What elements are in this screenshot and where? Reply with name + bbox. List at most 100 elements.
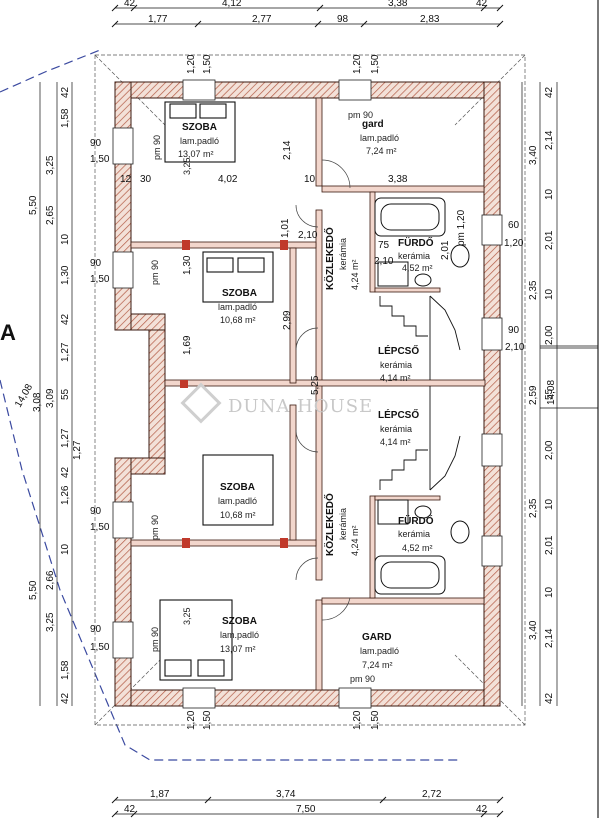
- bottom-dims: 1,87 3,74 2,72 42 7,50 42: [124, 789, 488, 815]
- dimension-label: pm 90: [150, 260, 160, 285]
- dimension-label: pm 90: [150, 627, 160, 652]
- dimension-label: 90: [90, 624, 102, 635]
- dimension-label: lam.padló: [360, 646, 399, 656]
- dimension-label: 30: [140, 174, 152, 185]
- dimension-label: 1,50: [370, 54, 381, 74]
- dimension-label: 2,10: [298, 230, 318, 241]
- dimension-label: 2,77: [252, 14, 272, 25]
- dimension-label: 2,14: [544, 628, 555, 648]
- dimension-label: 2,01: [440, 240, 451, 260]
- dimension-label: 1,30: [182, 255, 193, 275]
- dimension-label: 3,25: [182, 157, 192, 175]
- dimension-label: 3,40: [528, 620, 539, 640]
- dimension-label: pm 1,20: [456, 209, 467, 246]
- interior-dims: 4,02 3,38 2,14 30 12 10 60 1,20 75 2,10 …: [120, 140, 524, 395]
- dimension-label: 10: [544, 498, 555, 510]
- dimension-label: lam.padló: [218, 302, 257, 312]
- dimension-label: 2,00: [544, 440, 555, 460]
- dimension-label: 2,01: [544, 230, 555, 250]
- dimension-label: lam.padló: [360, 133, 399, 143]
- dimension-label: 10: [544, 188, 555, 200]
- dimension-label: 1,20: [186, 54, 197, 74]
- dimension-label: 1,58: [60, 108, 71, 128]
- dimension-label: 1,01: [280, 218, 291, 238]
- dimension-label: kerámia: [380, 424, 412, 434]
- dimension-label: 10: [544, 586, 555, 598]
- dimension-label: 98: [337, 14, 349, 25]
- room-name: LÉPCSŐ: [378, 344, 419, 357]
- right-dims: 14,08 3,40 2,35 2,59 2,35 3,40 42 2,14 1…: [528, 86, 557, 704]
- dimension-label: pm 90: [150, 515, 160, 540]
- dimension-label: 55: [60, 388, 71, 400]
- dimension-label: 90: [90, 138, 102, 149]
- dimension-label: 1,50: [90, 642, 110, 653]
- dimension-label: 2,00: [544, 325, 555, 345]
- dimension-label: 42: [124, 0, 136, 9]
- inner-walls: [130, 97, 486, 691]
- dimension-label: 1,27: [72, 440, 83, 460]
- dimension-label: 4,14 m²: [380, 373, 411, 383]
- dimension-label: 3,09: [45, 388, 56, 408]
- dimension-label: 42: [60, 692, 71, 704]
- dimension-label: 2,35: [528, 280, 539, 300]
- dimension-label: 3,38: [388, 174, 408, 185]
- dimension-label: 1,50: [370, 710, 381, 730]
- dimension-label: 3,08: [32, 392, 43, 412]
- dimension-ticks: [111, 4, 504, 818]
- dimension-label: 3,25: [182, 607, 192, 625]
- dimension-label: 10: [304, 174, 316, 185]
- top-dims: 42 4,12 3,38 42 1,77 2,77 98 2,83: [124, 0, 488, 25]
- dimension-label: 90: [90, 506, 102, 517]
- dimension-label: 7,24 m²: [362, 660, 393, 670]
- room-name: SZOBA: [220, 482, 255, 493]
- dimension-label: 3,38: [388, 0, 408, 9]
- dimension-label: kerámia: [338, 508, 348, 540]
- dimension-label: kerámia: [380, 360, 412, 370]
- dimension-label: 13,07 m²: [220, 644, 256, 654]
- dimension-label: 2,10: [374, 256, 394, 267]
- room-name: GARD: [362, 632, 391, 643]
- dimension-label: 1,50: [90, 154, 110, 165]
- door-swings: [295, 159, 351, 621]
- dimension-label: 2,10: [505, 342, 525, 353]
- dimension-label: 13,07 m²: [178, 149, 214, 159]
- left-dims: 5,50 14,08 5,50 3,25 2,65 3,09 2,66 3,25…: [13, 86, 83, 704]
- dimension-label: 4,52 m²: [402, 263, 433, 273]
- dimension-label: 1,87: [150, 789, 170, 800]
- dimension-label: 42: [60, 466, 71, 478]
- stairs: [379, 295, 461, 491]
- dimension-label: 1,58: [60, 660, 71, 680]
- windows: [112, 79, 503, 709]
- dimension-label: 2,72: [422, 789, 442, 800]
- dimension-label: 10: [60, 543, 71, 555]
- dimension-label: 2,66: [45, 570, 56, 590]
- room-name: SZOBA: [182, 122, 217, 133]
- dimension-label: 14,08: [546, 380, 557, 405]
- dimension-label: 7,50: [296, 804, 316, 815]
- dimension-label: 1,20: [186, 710, 197, 730]
- dimension-label: pm 90: [348, 110, 373, 120]
- room-labels: SZOBA lam.padló 13,07 m² pm 90 3,25 pm 9…: [150, 110, 434, 684]
- dimension-label: 42: [60, 313, 71, 325]
- dimension-label: kerámia: [338, 238, 348, 270]
- dimension-label: 2,35: [528, 498, 539, 518]
- dimension-label: 42: [544, 86, 555, 98]
- dimension-label: 3,74: [276, 789, 296, 800]
- dimension-label: 90: [90, 258, 102, 269]
- room-name: KÖZLEKEDŐ: [323, 493, 336, 556]
- dimension-label: 1,20: [352, 710, 363, 730]
- window-labels: 1,20 1,50 1,20 1,50 1,20 1,50 1,20 1,50 …: [90, 54, 525, 730]
- dimension-label: 75: [378, 240, 390, 251]
- room-name: FÜRDŐ: [398, 514, 434, 527]
- dimension-label: 2,14: [544, 130, 555, 150]
- dimension-lines: [39, 7, 598, 815]
- section-label: A: [0, 320, 16, 345]
- dimension-label: pm 90: [152, 135, 162, 160]
- dimension-label: 5,25: [310, 375, 321, 395]
- dimension-label: 60: [508, 220, 520, 231]
- dimension-label: 2,65: [45, 205, 56, 225]
- room-name: SZOBA: [222, 288, 257, 299]
- dimension-label: 1,50: [90, 274, 110, 285]
- dimension-label: 7,24 m²: [366, 146, 397, 156]
